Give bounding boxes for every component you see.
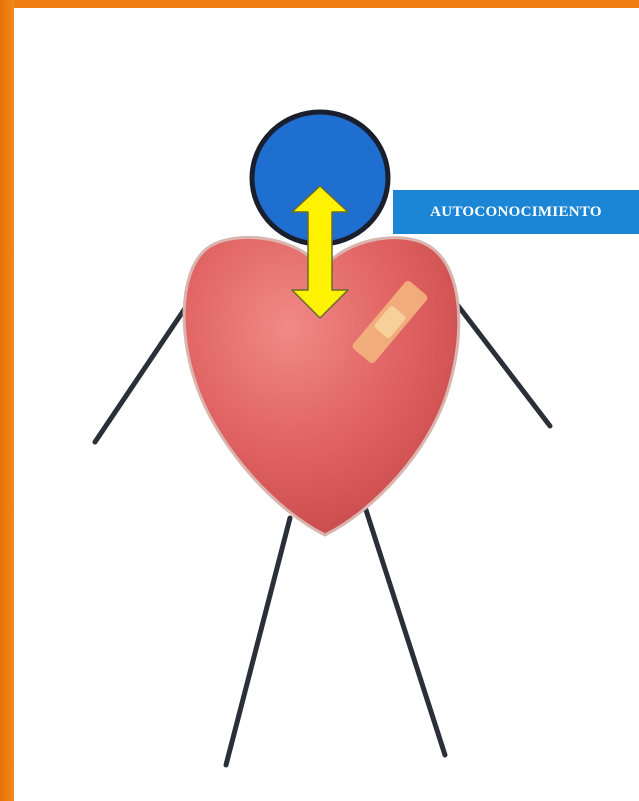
right-leg <box>366 510 445 755</box>
autoconocimiento-label-box: AUTOCONOCIMIENTO <box>393 190 639 234</box>
left-arm <box>95 298 192 442</box>
autoconocimiento-label: AUTOCONOCIMIENTO <box>430 204 602 221</box>
right-arm <box>446 290 550 426</box>
left-leg <box>226 518 290 765</box>
